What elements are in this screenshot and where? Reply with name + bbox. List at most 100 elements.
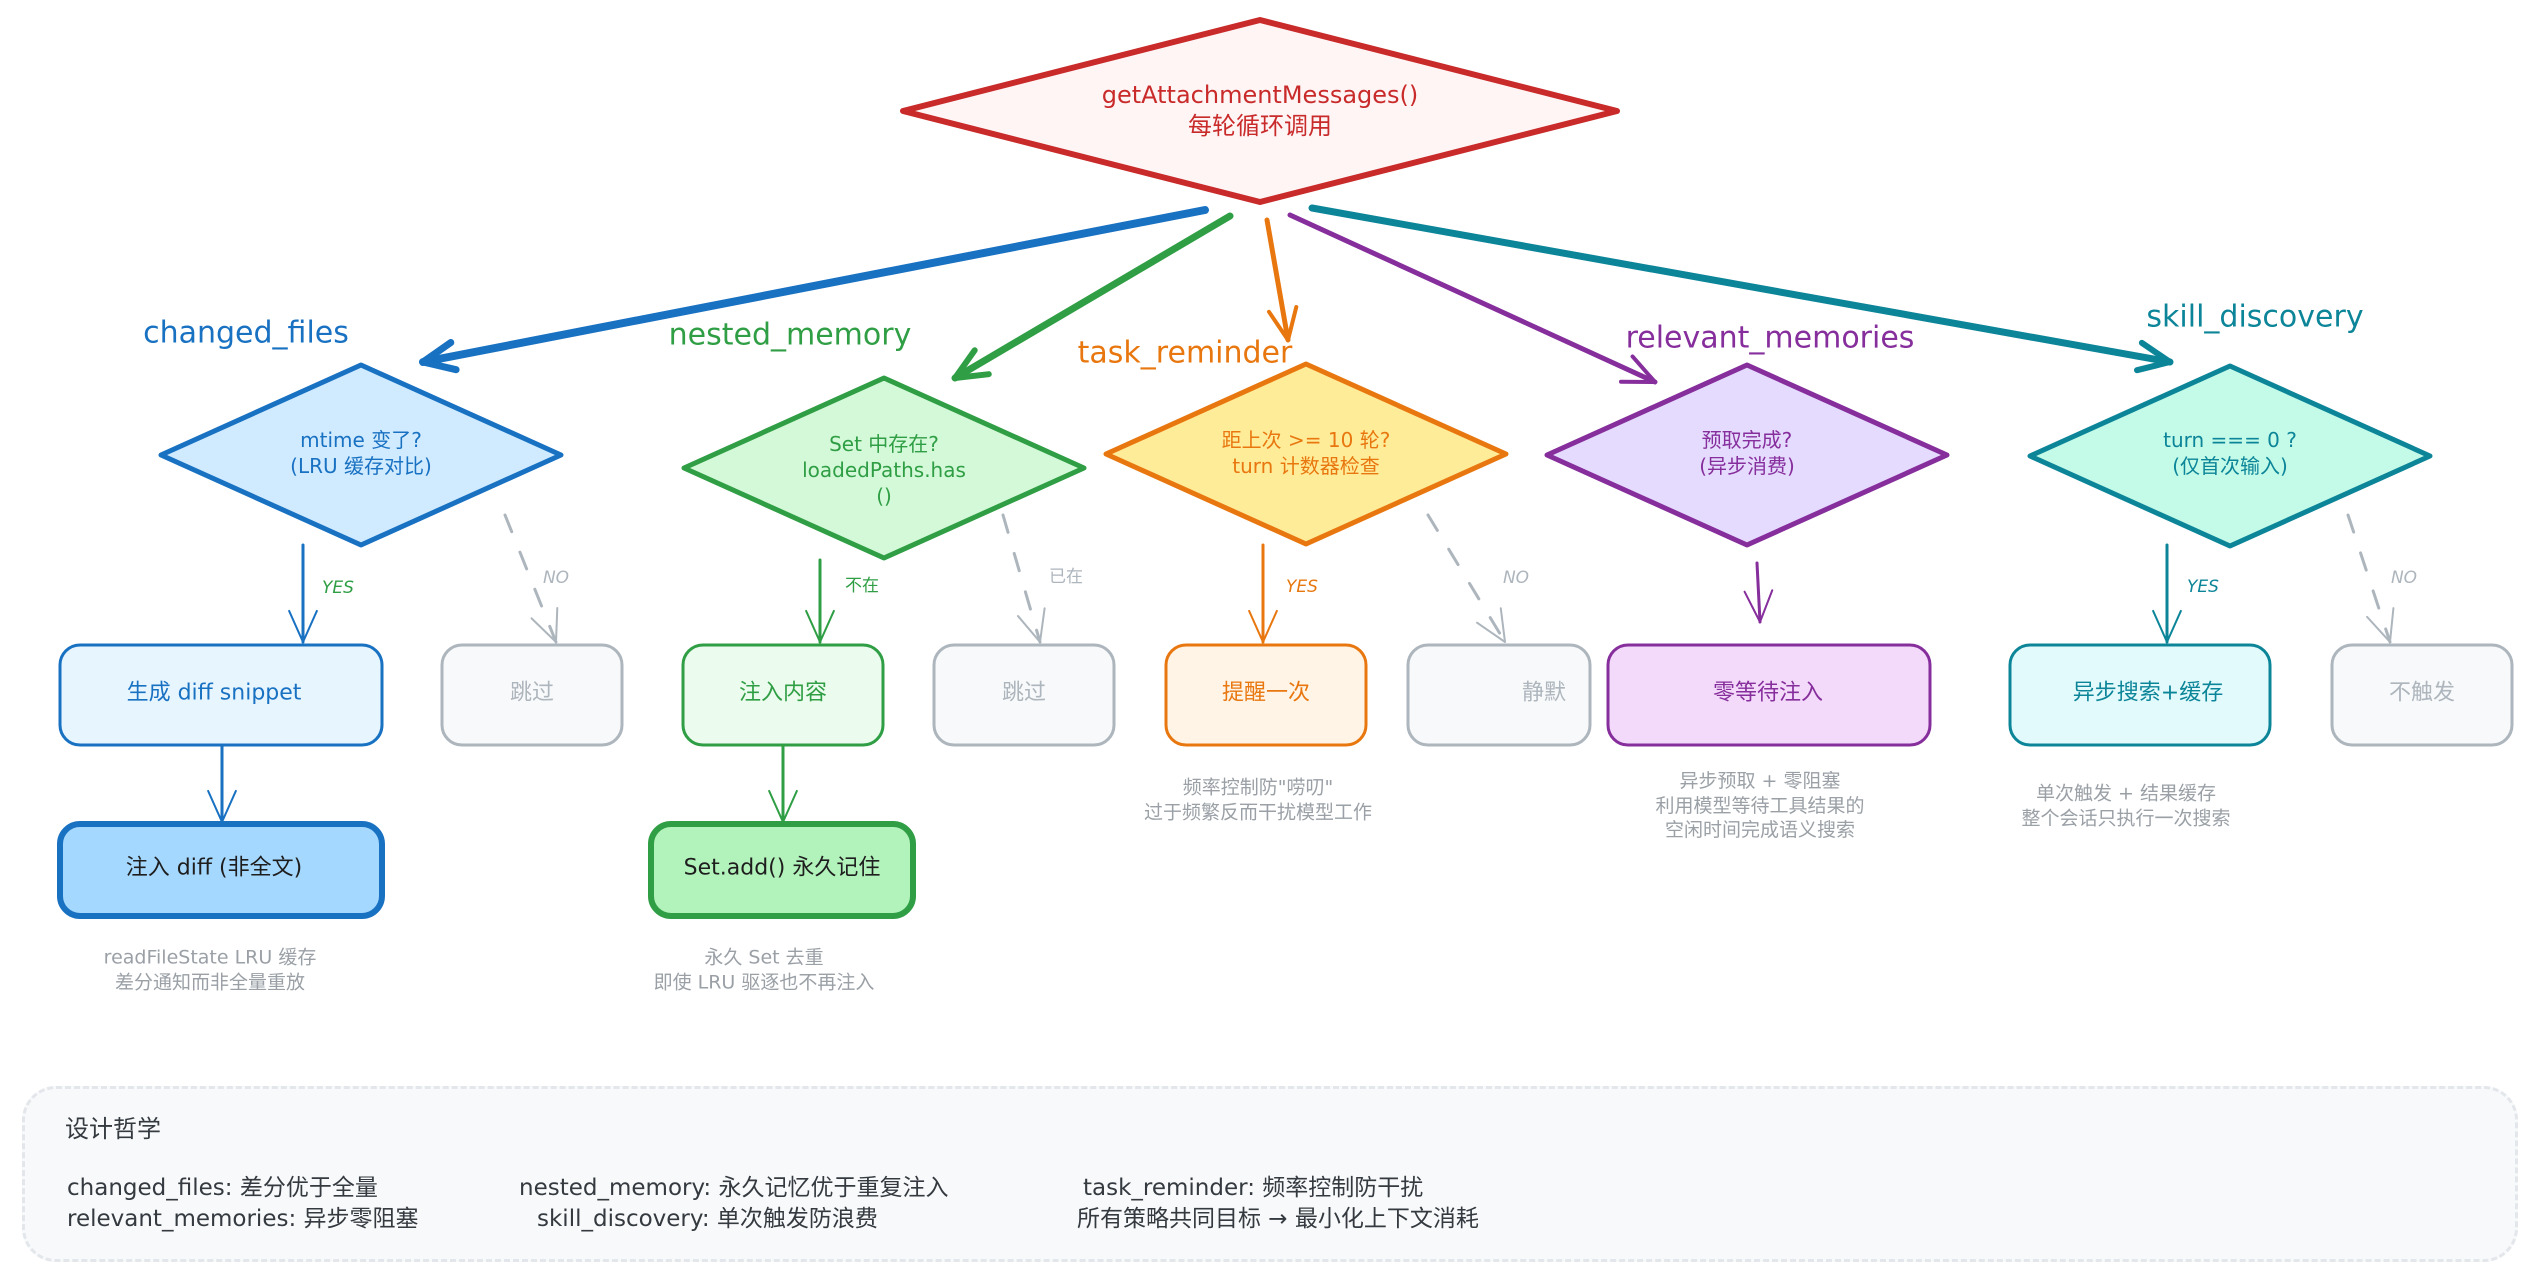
decision-line: Set 中存在? [829,432,939,456]
note-line: 异步预取 + 零阻塞 [1679,769,1841,792]
branch-title-skill-discovery: skill_discovery [2146,299,2364,335]
philosophy-item: 所有策略共同目标 → 最小化上下文消耗 [1077,1206,1479,1232]
box-remind-once-shape [1164,643,1368,747]
decision-diamond-skill_discovery [2027,363,2433,549]
philosophy-item: relevant_memories: 异步零阻塞 [67,1206,419,1232]
note-line: 差分通知而非全量重放 [114,971,305,993]
box-skip-shape [440,643,624,747]
box-set-add-shape [648,821,916,919]
note-line: 整个会话只执行一次搜索 [2021,807,2231,829]
arrow-root-to-skill-discovery [1308,204,2174,366]
arrow-root-to-changed-files-head [419,338,460,374]
decision-line: () [876,484,892,508]
arrow-yes-relevant-memories [1755,561,1762,624]
decision-skill-discovery: turn === 0 ? (仅首次输入) [2163,427,2297,479]
arrow-root-to-nested-memory-head [952,347,992,381]
branch-title-task-reminder: task_reminder [1077,335,1293,371]
decision-line: turn === 0 ? [2163,428,2297,452]
note-changed-files: readFileState LRU 缓存 差分通知而非全量重放 [104,945,317,994]
decision-line: (异步消费) [1699,454,1795,478]
arrow-no-skill-discovery-head [2366,607,2395,643]
arrow-root-to-task-reminder-head [1266,305,1299,342]
design-philosophy-panel: 设计哲学 changed_files: 差分优于全量 nested_memory… [22,1086,2518,1262]
decision-diamond-relevant_memories [1544,362,1950,548]
box-inject-diff-shape [57,821,385,919]
box-async-search-cache-shape [2008,643,2272,747]
arrow-no-nested-memory [1001,513,1042,644]
arrow-yes-relevant-memories-head [1743,589,1774,623]
box-async-search-cache: 异步搜索+缓存 [2072,680,2224,706]
arrow-root-to-relevant-memories [1287,212,1658,385]
root-node-subtitle: 每轮循环调用 [1188,112,1332,140]
decision-diamond-nested_memory [681,375,1087,561]
note-line: 过于频繁反而干扰模型工作 [1143,801,1373,823]
arrow-root-to-changed-files [419,206,1209,366]
root-diamond [900,17,1620,205]
decision-line: mtime 变了? [300,428,422,452]
root-node-label: getAttachmentMessages() 每轮循环调用 [1102,80,1419,142]
arrow-root-to-relevant-memories-head [1619,354,1657,384]
note-task-reminder: 频率控制防"唠叨" 过于频繁反而干扰模型工作 [1144,775,1372,824]
edge-label-no: NO [2390,567,2418,588]
box-remind-once: 提醒一次 [1221,680,1311,706]
branch-title-changed-files: changed_files [143,315,349,351]
philosophy-item: task_reminder: 频率控制防干扰 [1083,1175,1424,1201]
note-line: 频率控制防"唠叨" [1182,776,1334,799]
decision-diamond-task_reminder [1103,361,1509,547]
decision-line: 距上次 >= 10 轮? [1221,428,1391,452]
note-nested-memory: 永久 Set 去重 即使 LRU 驱逐也不再注入 [654,945,875,994]
edge-label-no: NO [542,567,570,588]
box-set-add: Set.add() 永久记住 [683,855,881,881]
arrow-no-changed-files-head [530,607,559,643]
root-node-function: getAttachmentMessages() [1101,80,1419,109]
box-not-triggered-shape [2330,643,2514,747]
edge-label-present: 已在 [1049,566,1083,587]
arrow-yes-task-reminder-head [1248,609,1278,643]
philosophy-item: skill_discovery: 单次触发防浪费 [537,1206,878,1232]
arrow-yes-changed-files-head [288,609,318,643]
note-line: readFileState LRU 缓存 [103,946,317,969]
note-line: 空闲时间完成语义搜索 [1664,819,1856,842]
decision-task-reminder: 距上次 >= 10 轮? turn 计数器检查 [1222,427,1391,479]
box-skip-shape [932,643,1116,747]
edge-label-yes: YES [322,577,354,598]
philosophy-item: changed_files: 差分优于全量 [67,1175,378,1201]
note-line: 单次触发 + 结果缓存 [2035,782,2216,805]
decision-diamond-changed_files [158,362,564,548]
arrow-root-to-skill-discovery-head [2133,339,2173,374]
decision-line: turn 计数器检查 [1232,454,1380,478]
branch-title-nested-memory: nested_memory [668,317,912,353]
design-philosophy-title: 设计哲学 [65,1115,161,1143]
box-inject-content: 注入内容 [738,680,828,706]
box-zero-wait-inject: 零等待注入 [1712,680,1824,706]
arrow-root-to-task-reminder [1264,217,1291,343]
box-skip: 跳过 [1001,680,1047,706]
note-line: 即使 LRU 驱逐也不再注入 [653,971,875,993]
decision-line: (LRU 缓存对比) [290,454,432,478]
decision-line: (仅首次输入) [2172,454,2288,478]
note-skill-discovery: 单次触发 + 结果缓存 整个会话只执行一次搜索 [2021,781,2230,830]
box-silent: 静默 [1521,680,1567,706]
note-relevant-memories: 异步预取 + 零阻塞 利用模型等待工具结果的 空闲时间完成语义搜索 [1655,769,1864,843]
branch-title-relevant-memories: relevant_memories [1625,320,1915,356]
arrow-yes-nested-memory-head [805,609,835,643]
box-inject-diff: 注入 diff (非全文) [125,855,303,881]
box-zero-wait-inject-shape [1606,643,1932,747]
note-line: 永久 Set 去重 [704,946,824,969]
box-not-triggered: 不触发 [2388,680,2456,706]
edge-label-yes: YES [1286,576,1318,597]
arrow-yes-skill-discovery-head [2152,609,2182,643]
philosophy-item: nested_memory: 永久记忆优于重复注入 [519,1175,949,1201]
decision-nested-memory: Set 中存在? loadedPaths.has () [802,431,966,509]
edge-label-not-present: 不在 [845,575,879,596]
decision-line: loadedPaths.has [802,458,966,482]
decision-changed-files: mtime 变了? (LRU 缓存对比) [290,427,432,479]
arrow-no-nested-memory-head [1017,607,1046,643]
box-silent-shape [1406,643,1592,747]
decision-relevant-memories: 预取完成? (异步消费) [1699,427,1795,479]
box-skip: 跳过 [509,680,555,706]
box-generate-diff: 生成 diff snippet [126,680,302,706]
arrow-no-task-reminder-head [1476,607,1506,643]
edge-label-yes: YES [2187,576,2219,597]
